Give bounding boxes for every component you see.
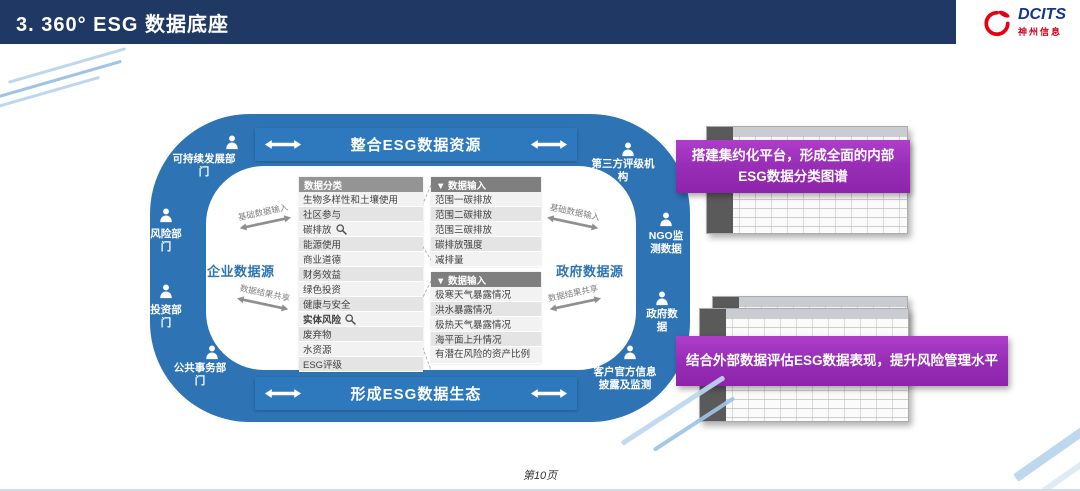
government-data-source-label: 政府数据源: [556, 264, 624, 279]
bottom-banner-label: 形成ESG数据生态: [350, 386, 482, 403]
node-risk-dept: 风险部门: [150, 228, 182, 253]
node-customer-disclosure: 客户官方信息披露及监测: [593, 366, 657, 391]
dcits-logo: DCITS 神州信息: [981, 7, 1066, 38]
table-row: 生物多样性和土壤使用: [299, 192, 423, 207]
double-arrow-icon: [549, 296, 602, 312]
title-bar: 3. 360° ESG 数据底座: [0, 0, 956, 44]
slide-bottom-edge: [0, 489, 1080, 491]
top-banner-label: 整合ESG数据资源: [350, 137, 482, 154]
node-sustainability-dept: 可持续发展部门: [172, 153, 236, 178]
table-row: 财务效益: [299, 267, 423, 282]
data-classification-table: 数据分类 生物多样性和土壤使用 社区参与 碳排放 能源使用 商业道德 财务效益 …: [299, 177, 423, 372]
table-row: 极热天气暴露情况: [431, 317, 541, 332]
page-number: 第10页: [522, 470, 558, 482]
table-row: 洪水暴露情况: [431, 302, 541, 317]
logo-company: 神州信息: [1018, 27, 1063, 37]
page-title: 3. 360° ESG 数据底座: [16, 13, 229, 36]
enterprise-data-source-label: 企业数据源: [207, 264, 275, 279]
magnifier-icon: [335, 223, 347, 235]
table-row: 范围三碳排放: [431, 222, 541, 237]
table-header: 数据分类: [299, 177, 423, 192]
table-header: ▼ 数据输入: [431, 177, 541, 192]
bottom-banner: 形成ESG数据生态: [255, 377, 577, 410]
double-arrow-icon: [530, 389, 568, 398]
double-arrow-icon: [546, 215, 599, 231]
table-row: 能源使用: [299, 237, 423, 252]
flow-result-share-left: 数据结果共享: [221, 278, 308, 316]
table-row: 碳排放: [299, 222, 423, 237]
table-row: 碳排放强度: [431, 237, 541, 252]
double-arrow-icon: [530, 140, 568, 149]
callout-banner-external-data: 结合外部数据评估ESG数据表现，提升风险管理水平: [676, 336, 1008, 386]
callout-banner-internal-platform: 搭建集约化平台，形成全面的内部ESG数据分类图谱: [676, 140, 910, 193]
table-row: 健康与安全: [299, 297, 423, 312]
magnifier-icon: [345, 313, 356, 325]
dcits-swoosh-icon: [984, 10, 1010, 36]
decor-line: [652, 396, 736, 452]
person-icon: [226, 135, 238, 150]
node-ngo-data: NGO监测数据: [648, 230, 684, 255]
table-row: ESG评级: [299, 357, 423, 372]
table-row: 范围二碳排放: [431, 207, 541, 222]
node-public-affairs-dept: 公共事务部门: [173, 362, 227, 387]
logo-brand: DCITS: [1018, 6, 1066, 23]
table-row: 绿色投资: [299, 282, 423, 297]
person-icon: [656, 291, 668, 306]
double-arrow-icon: [236, 296, 289, 312]
node-investment-dept: 投资部门: [150, 304, 182, 329]
person-icon: [206, 345, 218, 360]
person-icon: [622, 142, 634, 157]
table-row: 范围一碳排放: [431, 192, 541, 207]
table-row: 极寒天气暴露情况: [431, 287, 541, 302]
table-row: 社区参与: [299, 207, 423, 222]
person-icon: [624, 345, 636, 360]
data-input-table-risk: ▼ 数据输入 极寒天气暴露情况 洪水暴露情况 极热天气暴露情况 海平面上升情况 …: [431, 272, 541, 364]
data-input-table-carbon: ▼ 数据输入 范围一碳排放 范围二碳排放 范围三碳排放 碳排放强度 减排量: [431, 177, 541, 267]
node-rating-agency: 第三方评级机构: [591, 158, 655, 183]
table-header: ▼ 数据输入: [431, 272, 541, 287]
flow-basic-data-input-left: 基础数据输入: [221, 197, 308, 235]
person-icon: [660, 212, 672, 227]
person-icon: [160, 284, 172, 299]
flow-basic-data-input-right: 基础数据输入: [531, 197, 618, 235]
double-arrow-icon: [264, 389, 302, 398]
table-row: 有潜在风险的资产比例: [431, 347, 541, 364]
node-government-data: 政府数据: [646, 308, 678, 333]
flow-result-share-right: 数据结果共享: [531, 278, 618, 316]
person-icon: [160, 208, 172, 223]
table-row: 海平面上升情况: [431, 332, 541, 347]
double-arrow-icon: [264, 140, 302, 149]
table-row: 废弃物: [299, 327, 423, 342]
table-row: 商业道德: [299, 252, 423, 267]
table-row: 实体风险: [299, 312, 423, 327]
double-arrow-icon: [239, 215, 292, 231]
table-row: 水资源: [299, 342, 423, 357]
top-banner: 整合ESG数据资源: [255, 128, 577, 161]
table-row: 减排量: [431, 252, 541, 267]
